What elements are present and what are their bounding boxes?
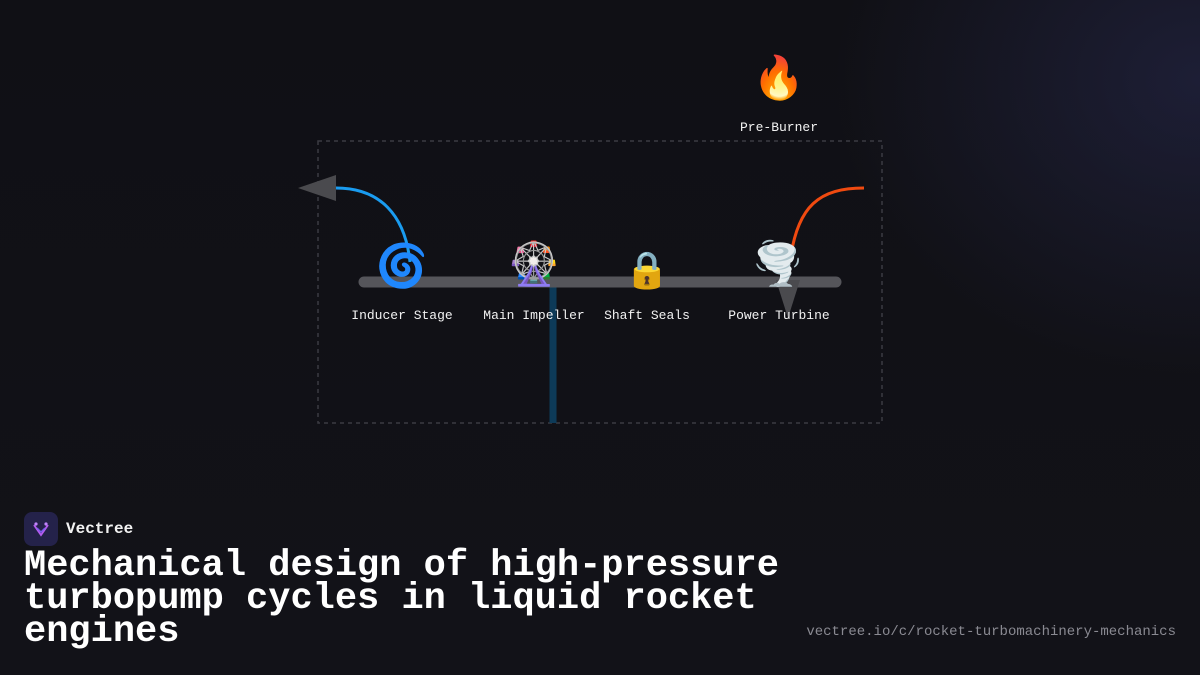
turbine-flow-arrowhead: [776, 280, 800, 318]
page-title: Mechanical design of high-pressure turbo…: [24, 545, 779, 653]
source-url: vectree.io/c/rocket-turbomachinery-mecha…: [806, 624, 1176, 640]
fire-icon: 🔥: [752, 53, 806, 102]
inducer-flow-curve: [335, 186, 412, 263]
pre-burner-label: Pre-Burner: [739, 120, 818, 135]
lock-icon: 🔒: [624, 250, 670, 291]
inducer-stage-label: Inducer Stage: [351, 308, 453, 323]
power-turbine-label: Power Turbine: [728, 308, 830, 323]
ferris-wheel-icon: 🎡: [507, 239, 561, 288]
vectree-logo-icon: [24, 512, 58, 546]
brand: Vectree: [24, 512, 133, 546]
cyclone-icon: 🌀: [375, 241, 429, 290]
main-impeller-label: Main Impeller: [483, 308, 585, 323]
inducer-flow-arrowhead: [298, 175, 336, 201]
pump-housing-box: [317, 140, 883, 424]
brand-name: Vectree: [66, 520, 134, 538]
tornado-icon: 🌪️: [751, 239, 805, 288]
shaft-seals-label: Shaft Seals: [604, 308, 690, 323]
turbine-flow-curve: [788, 186, 865, 263]
